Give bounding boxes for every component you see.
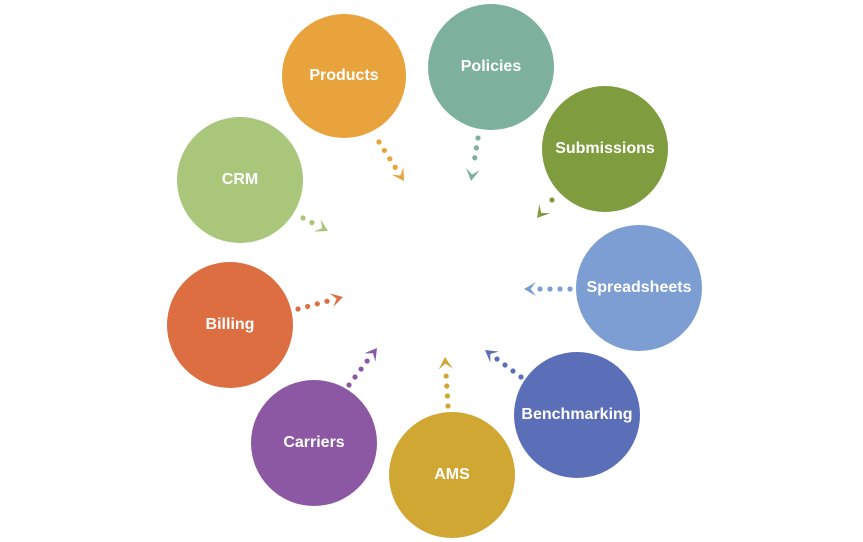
arrow-dot [387,156,393,162]
arrowhead-icon [466,168,480,181]
node-spreadsheets: Spreadsheets [576,225,702,351]
arrow-dot [473,145,479,151]
arrow-dot [518,374,524,380]
arrow-dot [324,298,330,304]
arrow-dot [358,366,364,372]
arrow-dot [364,358,370,364]
arrow-dot [443,373,449,379]
node-label: Billing [205,316,255,333]
node-label: Benchmarking [521,406,633,423]
arrow-dot [305,303,311,310]
arrowhead-icon [314,219,328,232]
node-label: Carriers [283,434,345,451]
arrow-dot [352,374,358,380]
arrow-dot [557,286,563,292]
arrow-policies [466,135,481,181]
node-label: Products [309,67,379,84]
arrow-submissions [537,197,555,218]
node-submissions: Submissions [542,86,668,212]
arrow-dot [494,356,500,362]
arrow-carriers [346,348,377,388]
arrow-dot [381,147,387,154]
arrow-dot [376,139,382,145]
arrow-dot [444,393,450,399]
node-label: Spreadsheets [586,279,692,296]
arrow-dot [300,215,306,221]
arrowhead-icon [485,350,499,363]
arrow-dot [537,286,543,292]
arrow-dot [510,368,516,374]
arrowhead-icon [524,282,536,296]
arrowhead-icon [438,357,453,370]
arrowhead-icon [364,348,377,362]
node-label: Policies [460,58,522,75]
arrow-crm [300,215,328,232]
arrow-dot [502,362,508,368]
arrow-benchmarking [485,350,524,380]
node-policies: Policies [428,4,554,130]
arrow-dot [567,286,573,292]
arrow-dot [309,220,315,226]
node-carriers: Carriers [251,380,377,506]
arrowhead-icon [537,204,551,218]
arrow-dot [472,155,478,161]
node-benchmarking: Benchmarking [514,352,640,478]
node-products: Products [282,14,406,138]
arrow-dot [314,301,320,307]
arrow-dot [445,403,451,409]
arrow-dot [392,164,398,170]
node-billing: Billing [167,262,293,388]
node-ams: AMS [389,412,515,538]
arrow-dot [295,306,301,312]
arrow-dot [346,382,352,388]
arrow-billing [295,293,343,312]
arrow-dot [475,135,481,141]
arrow-products [376,139,404,181]
node-label: CRM [221,171,259,188]
node-label: AMS [434,466,470,483]
arrow-dot [549,197,555,203]
arrow-dot [444,383,450,389]
arrowhead-icon [391,167,404,181]
node-crm: CRM [177,117,303,243]
arrow-spreadsheets [524,282,573,296]
node-label: Submissions [555,140,655,157]
arrow-ams [438,357,453,409]
arrow-dot [547,286,553,292]
arrowhead-icon [329,293,343,307]
